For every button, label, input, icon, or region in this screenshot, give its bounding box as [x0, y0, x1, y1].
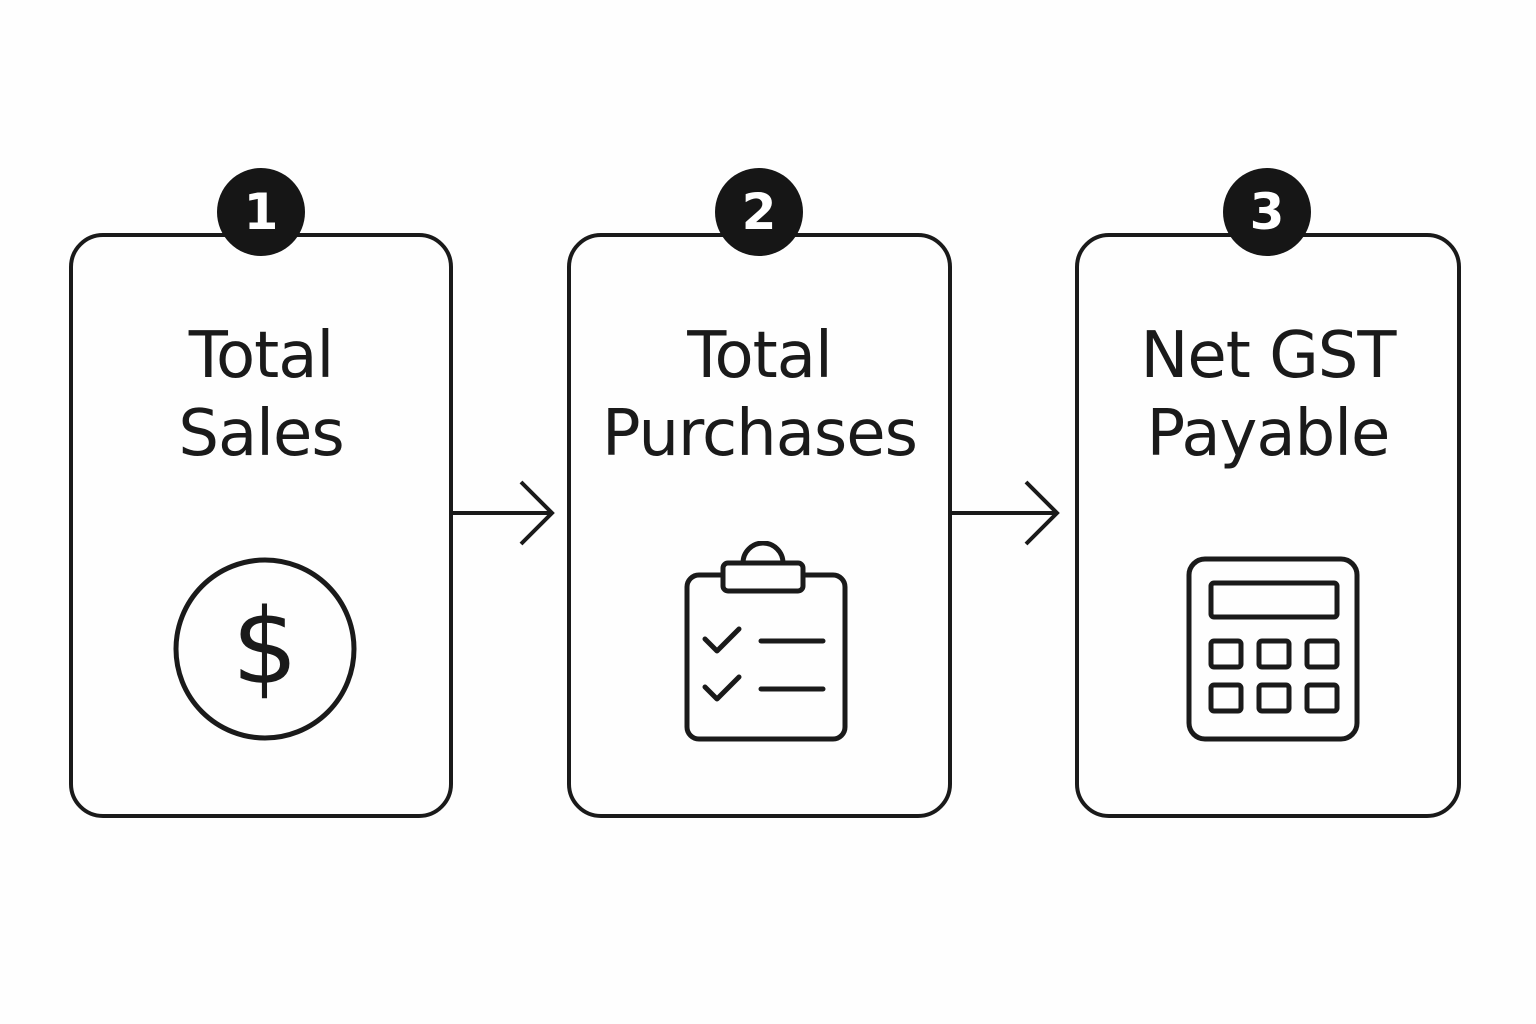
step-title: Total Purchases	[571, 317, 948, 473]
step-title-line2: Sales	[178, 397, 344, 471]
step-card-total-sales: Total Sales $	[69, 233, 453, 818]
step-title: Net GST Payable	[1079, 317, 1457, 473]
dollar-circle-icon: $	[173, 557, 357, 741]
step-number-badge-2: 2	[715, 168, 803, 256]
step-card-total-purchases: Total Purchases	[567, 233, 952, 818]
step-title: Total Sales	[73, 317, 449, 473]
step-card-net-gst-payable: Net GST Payable	[1075, 233, 1461, 818]
arrow-right-icon	[453, 480, 555, 546]
step-title-line2: Purchases	[602, 397, 918, 471]
dollar-sign-glyph: $	[232, 586, 298, 708]
step-title-line1: Total	[188, 319, 334, 393]
step-title-line1: Net GST	[1140, 319, 1397, 393]
arrow-right-icon	[952, 480, 1060, 546]
step-title-line2: Payable	[1146, 397, 1391, 471]
step-title-line1: Total	[687, 319, 832, 393]
step-number-badge-3: 3	[1223, 168, 1311, 256]
clipboard-checklist-icon	[684, 541, 848, 742]
step-number-badge-1: 1	[217, 168, 305, 256]
calculator-icon	[1186, 556, 1360, 742]
